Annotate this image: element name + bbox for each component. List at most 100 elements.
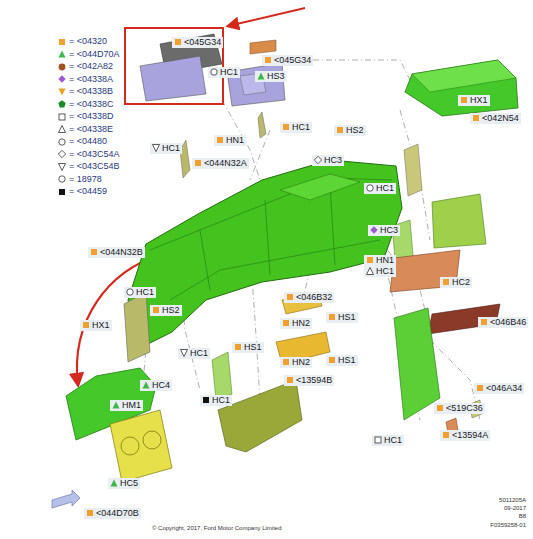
- callout-number: HX1: [92, 320, 110, 331]
- callout-number: HS1: [338, 355, 356, 366]
- callout-symbol: [90, 248, 98, 256]
- callout-number: <519C36: [446, 403, 483, 414]
- callout-label: <042N54: [470, 113, 521, 124]
- legend-swatch: [58, 138, 66, 146]
- legend-text: = <042A82: [69, 61, 113, 72]
- callout-symbol: [216, 136, 224, 144]
- callout-label: HC4: [140, 380, 172, 391]
- legend-swatch: [58, 150, 66, 158]
- symbol-mark: [153, 307, 159, 313]
- callout-label: HC1: [124, 287, 156, 298]
- legend-row: = <04480: [58, 136, 107, 147]
- callout-label: HC1: [364, 266, 396, 277]
- callout-symbol: [194, 159, 202, 167]
- symbol-mark: [258, 73, 265, 80]
- callout-label: HN2: [280, 357, 312, 368]
- callout-label: HC1: [364, 183, 396, 194]
- callout-number: HC1: [376, 183, 394, 194]
- callout-label: HX1: [80, 320, 112, 331]
- symbol-mark: [91, 249, 97, 255]
- callout-label: <045G34: [262, 55, 313, 66]
- callout-number: <13594A: [452, 430, 488, 441]
- symbol-mark: [59, 39, 65, 45]
- symbol-mark: [375, 437, 381, 443]
- symbol-mark: [283, 359, 289, 365]
- callout-number: HC1: [384, 435, 402, 446]
- legend-swatch: [58, 163, 66, 171]
- symbol-mark: [181, 350, 188, 357]
- callout-number: HN2: [292, 357, 310, 368]
- legend-text: = <043C54A: [69, 149, 120, 160]
- callout-symbol: [142, 381, 150, 389]
- legend-row: = <04459: [58, 186, 107, 197]
- callout-symbol: [112, 401, 120, 409]
- note-text: © Copyright, 2017, Ford Motor Company Li…: [152, 525, 281, 532]
- callout-symbol: [366, 256, 374, 264]
- symbol-mark: [59, 163, 66, 170]
- callout-symbol: [257, 72, 265, 80]
- callout-label: <046A34: [474, 383, 524, 394]
- legend-swatch: [58, 38, 66, 46]
- callout-number: HS2: [162, 305, 180, 316]
- callout-number: HC1: [376, 266, 394, 277]
- legend-row: = <04320: [58, 36, 107, 47]
- symbol-mark: [443, 432, 449, 438]
- symbol-mark: [58, 150, 65, 157]
- callout-number: <045G34: [184, 37, 221, 48]
- legend-swatch: [58, 63, 66, 71]
- callout-label: <046B46: [478, 317, 528, 328]
- callout-label: HN1: [214, 135, 246, 146]
- note-text: B8: [519, 513, 526, 520]
- legend-text: = <044D70A: [69, 49, 120, 60]
- callout-number: HC2: [452, 277, 470, 288]
- legend-swatch: [58, 175, 66, 183]
- drawing-note: 5011205A: [497, 497, 528, 504]
- symbol-mark: [443, 279, 449, 285]
- callout-label: HC1: [178, 348, 210, 359]
- symbol-mark: [59, 88, 66, 95]
- callout-label: HS3: [255, 71, 287, 82]
- legend-swatch: [58, 113, 66, 121]
- symbol-mark: [195, 160, 201, 166]
- callout-number: HS1: [244, 342, 262, 353]
- legend-text: = <04338C: [69, 99, 114, 110]
- callout-number: HC1: [212, 395, 230, 406]
- legend-text: = <04338A: [69, 74, 113, 85]
- callout-label: HN1: [364, 255, 396, 266]
- callout-symbol: [476, 384, 484, 392]
- callout-label: <13594A: [440, 430, 490, 441]
- callout-number: HC1: [220, 67, 238, 78]
- legend-text: = <04459: [69, 186, 107, 197]
- callout-symbol: [460, 96, 468, 104]
- callout-symbol: [374, 436, 382, 444]
- symbol-mark: [283, 124, 289, 130]
- callout-label: HC1: [208, 67, 240, 78]
- callout-symbol: [264, 56, 272, 64]
- callout-label: <519C36: [434, 403, 485, 414]
- legend-row: = <044D70A: [58, 49, 120, 60]
- symbol-mark: [265, 57, 271, 63]
- callout-symbol: [480, 318, 488, 326]
- callout-symbol: [328, 313, 336, 321]
- callout-label: <046B32: [284, 292, 334, 303]
- callout-label: <044D70B: [84, 508, 141, 519]
- callout-label: HM1: [110, 400, 143, 411]
- callout-number: HX1: [470, 95, 488, 106]
- symbol-mark: [367, 257, 373, 263]
- symbol-mark: [370, 226, 377, 233]
- callout-symbol: [366, 267, 374, 275]
- symbol-mark: [111, 480, 118, 487]
- symbol-mark: [337, 127, 343, 133]
- legend-row: = <04338D: [58, 111, 114, 122]
- legend-swatch: [58, 50, 66, 58]
- callout-symbol: [82, 321, 90, 329]
- callout-label: HS1: [326, 312, 358, 323]
- drawing-note: © Copyright, 2017, Ford Motor Company Li…: [150, 525, 283, 532]
- legend-text: = <04338E: [69, 124, 113, 135]
- symbol-mark: [477, 385, 483, 391]
- legend-text: = <04320: [69, 36, 107, 47]
- callout-symbol: [436, 404, 444, 412]
- callout-label: HS2: [334, 125, 366, 136]
- legend-text: = 18978: [69, 174, 102, 185]
- symbol-mark: [473, 115, 479, 121]
